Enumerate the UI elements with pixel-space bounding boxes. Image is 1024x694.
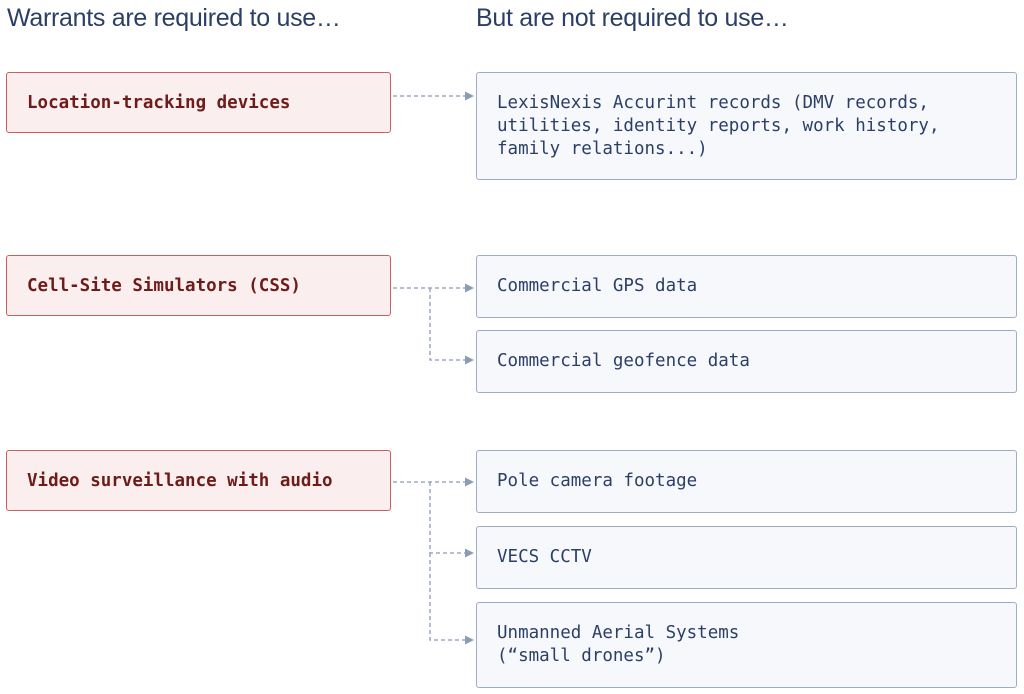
arrowhead-gps xyxy=(465,283,474,293)
arrowhead-accurint xyxy=(465,91,474,101)
required-item-cell-site-simulators: Cell-Site Simulators (CSS) xyxy=(6,255,391,316)
alternative-pole-camera-footage: Pole camera footage xyxy=(476,450,1017,513)
not-required-column-heading: But are not required to use… xyxy=(476,4,789,32)
connector-video-to-drones xyxy=(429,553,466,641)
alternative-unmanned-aerial-systems: Unmanned Aerial Systems (“small drones”) xyxy=(476,602,1017,688)
alternative-commercial-gps-data: Commercial GPS data xyxy=(476,255,1017,318)
arrowhead-drones xyxy=(465,635,474,645)
required-item-location-tracking: Location-tracking devices xyxy=(6,72,391,133)
arrowhead-pole-camera xyxy=(465,477,474,487)
connector-css-to-geofence xyxy=(429,288,466,361)
required-item-video-surveillance-audio: Video surveillance with audio xyxy=(6,450,391,511)
alternative-vecs-cctv: VECS CCTV xyxy=(476,526,1017,589)
arrowhead-vecs xyxy=(465,548,474,558)
alternative-commercial-geofence-data: Commercial geofence data xyxy=(476,330,1017,393)
alternative-accurint-records: LexisNexis Accurint records (DMV records… xyxy=(476,72,1017,180)
required-column-heading: Warrants are required to use… xyxy=(7,4,341,32)
connector-video-to-vecs xyxy=(429,482,466,554)
arrowhead-geofence xyxy=(465,355,474,365)
